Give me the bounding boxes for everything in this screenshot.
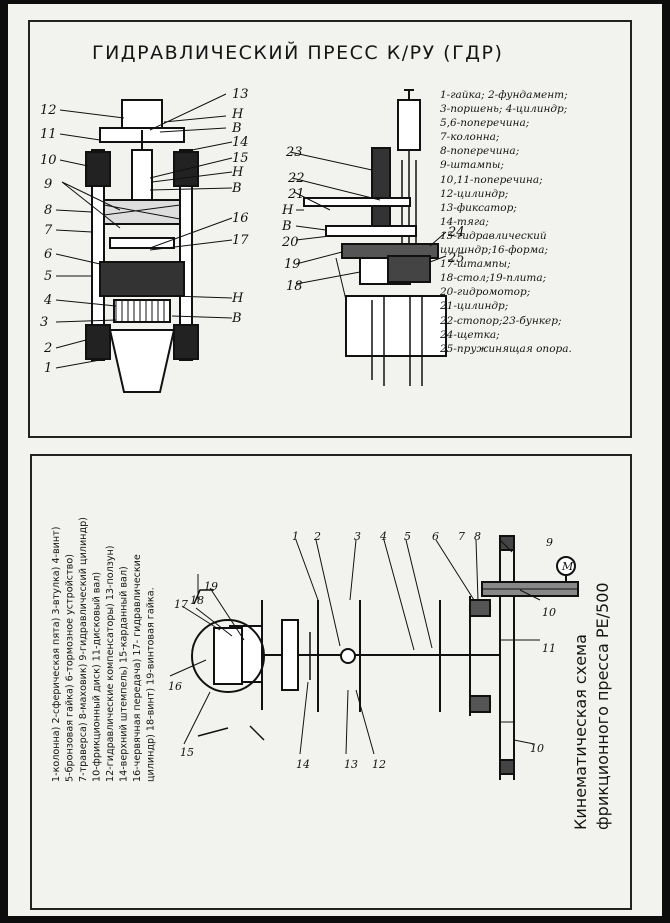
machine-label-23: 23 <box>285 145 303 160</box>
motor-symbol: M <box>561 560 574 573</box>
press-label-4: 4 <box>43 293 52 308</box>
legend-line: 1-гайка; 2-фундамент; <box>440 89 568 101</box>
press-label-b3: В <box>231 311 242 326</box>
press-label-8: 8 <box>44 203 52 218</box>
press-label-9: 9 <box>44 177 52 192</box>
scheme-label-12: 12 <box>372 758 386 771</box>
legend-line: 21-цилиндр; <box>440 300 509 313</box>
machine-label-22: 22 <box>287 171 305 186</box>
scheme-label-2: 2 <box>313 530 321 543</box>
legend-line: 14-тяга; <box>440 215 489 228</box>
scheme-label-10b: 10 <box>530 742 544 755</box>
legend-line: 15-гидравлический <box>440 229 547 242</box>
press-label-h3: Н <box>231 291 244 306</box>
scheme-label-18: 18 <box>190 594 204 607</box>
legend-line: 5,6-поперечина; <box>440 117 530 130</box>
hydraulic-press-legend: 1-гайка; 2-фундамент; 3-поршень; 4-цилин… <box>440 88 618 356</box>
press-label-12: 12 <box>40 103 57 118</box>
legend-line: 9-штампы; <box>440 159 504 172</box>
press-label-10: 10 <box>40 153 57 168</box>
scheme-label-6: 6 <box>432 530 439 543</box>
scheme-label-10: 10 <box>542 606 556 619</box>
scheme-label-4: 4 <box>379 530 387 543</box>
legend-line: 17-штампы; <box>440 258 511 271</box>
legend-line: 18-стол;19-плита; <box>440 272 547 285</box>
scheme-label-5: 5 <box>404 530 411 543</box>
document-sheet <box>8 4 662 916</box>
press-label-14: 14 <box>232 135 249 150</box>
scheme-label-11: 11 <box>542 642 556 655</box>
press-label-b2: В <box>231 181 242 196</box>
press-label-h2: Н <box>231 165 244 180</box>
scheme-label-14: 14 <box>296 758 310 771</box>
legend-line: 25-пружинящая опора. <box>440 342 572 355</box>
scheme-label-1: 1 <box>292 530 299 543</box>
press-label-6: 6 <box>44 247 52 262</box>
legend-line: цилиндр;16-форма; <box>440 244 549 257</box>
legend-line: 12-цилиндр; <box>440 187 509 200</box>
press-label-h1: Н <box>231 107 244 122</box>
machine-label-24: 24 <box>447 225 465 240</box>
scheme-label-16: 16 <box>168 680 182 693</box>
scheme-label-15: 15 <box>180 746 194 759</box>
press-label-b1: В <box>231 121 242 136</box>
legend-line: 13-фиксатор; <box>440 201 517 214</box>
scheme-label-9: 9 <box>546 536 553 549</box>
machine-label-25: 25 <box>447 251 465 266</box>
legend-line: 24-щетка; <box>440 328 500 341</box>
hydraulic-press-title: ГИДРАВЛИЧЕСКИЙ ПРЕСС К/РУ (ГДР) <box>92 42 504 64</box>
press-label-13: 13 <box>232 87 249 102</box>
press-label-1: 1 <box>44 361 52 376</box>
press-label-7: 7 <box>44 223 53 238</box>
hydraulic-press-panel <box>28 20 632 438</box>
machine-label-h: Н <box>281 203 294 218</box>
legend-line: 10,11-поперечина; <box>440 173 543 186</box>
legend-line: 22-стопор;23-бункер; <box>440 314 562 327</box>
press-label-11: 11 <box>40 127 57 142</box>
press-label-16: 16 <box>232 211 249 226</box>
scheme-label-19: 19 <box>204 580 218 593</box>
legend-line: 8-поперечина; <box>440 145 520 158</box>
press-label-15: 15 <box>232 151 249 166</box>
scheme-label-7: 7 <box>458 530 465 543</box>
scheme-label-3: 3 <box>354 530 361 543</box>
scheme-label-8: 8 <box>474 530 481 543</box>
machine-label-18: 18 <box>286 279 303 294</box>
press-label-5: 5 <box>44 269 52 284</box>
legend-line: 7-колонна; <box>440 131 500 144</box>
press-label-2: 2 <box>43 341 52 356</box>
machine-label-21: 21 <box>287 187 305 202</box>
scheme-label-13: 13 <box>344 758 358 771</box>
scheme-label-17: 17 <box>174 598 188 611</box>
press-label-3: 3 <box>40 315 48 330</box>
press-label-17: 17 <box>232 233 249 248</box>
machine-label-19: 19 <box>284 257 301 272</box>
legend-line: 20-гидромотор; <box>440 286 531 299</box>
machine-label-b: В <box>281 219 292 234</box>
machine-label-20: 20 <box>281 235 299 250</box>
friction-press-panel <box>30 454 632 910</box>
legend-line: 3-поршень; 4-цилиндр; <box>440 103 568 116</box>
